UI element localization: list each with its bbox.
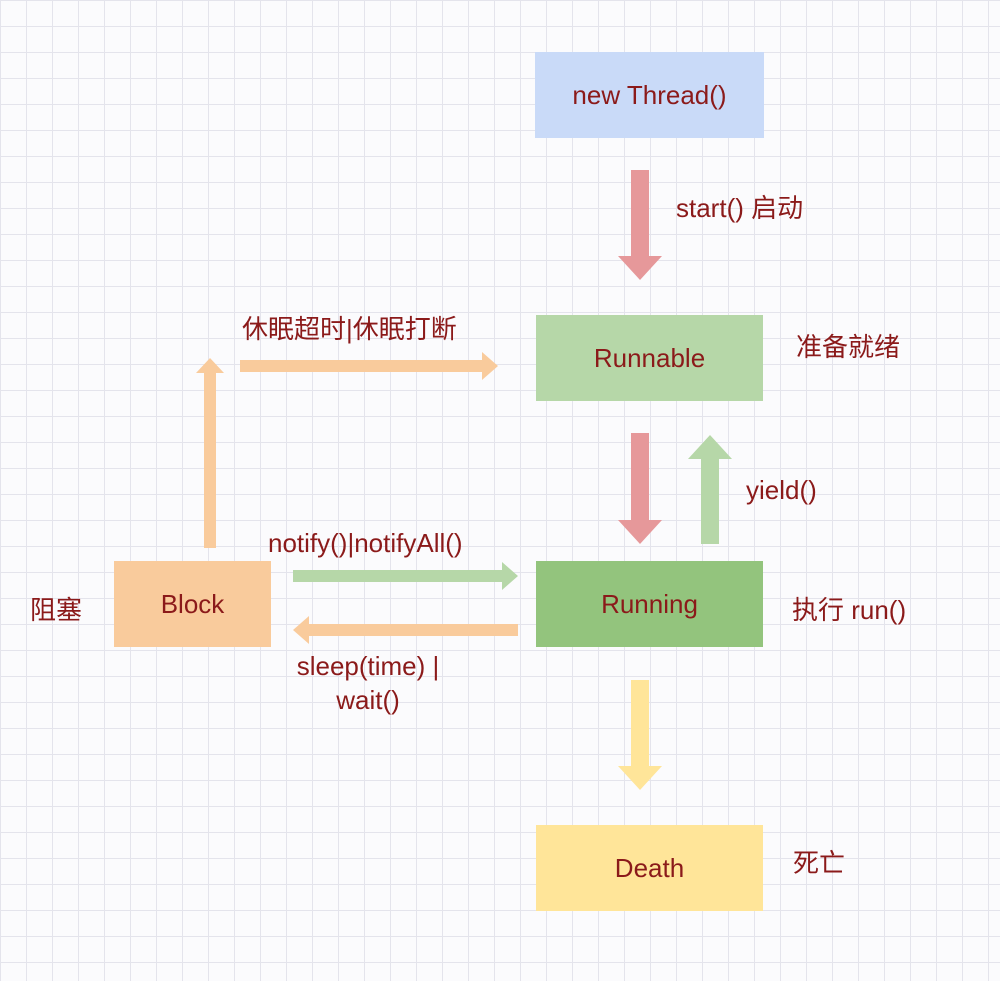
block-label: Block [160, 588, 225, 619]
new-thread-node: new Thread() [535, 52, 764, 138]
death-label: Death [614, 852, 685, 883]
yield-arrow [688, 435, 732, 544]
running-description: 执行 run() [792, 595, 907, 625]
block-description: 阻塞 [30, 595, 83, 625]
sleep-arrow [293, 616, 518, 644]
running-label: Running [601, 588, 698, 619]
runnable-label: Runnable [593, 342, 706, 373]
runnable-description: 准备就绪 [796, 332, 901, 362]
wake-arrow [240, 352, 498, 380]
sleep-transition-label: sleep(time) | wait() [270, 650, 466, 718]
wake-transition-label: 休眠超时|休眠打断 [242, 314, 457, 344]
new-thread-label: new Thread() [572, 79, 727, 110]
block-node: Block [114, 561, 271, 647]
yield-transition-label: yield() [746, 475, 817, 505]
runnable-to-running-arrow [618, 433, 662, 544]
start-transition-label: start() 启动 [676, 193, 804, 223]
runnable-node: Runnable [536, 315, 763, 401]
death-node: Death [536, 825, 763, 911]
running-to-death-arrow [618, 680, 662, 790]
notify-transition-label: notify()|notifyAll() [268, 528, 463, 558]
sleep-transition-line2: wait() [336, 684, 400, 715]
sleep-transition-line1: sleep(time) | [296, 651, 440, 681]
running-node: Running [536, 561, 763, 647]
block-up-arrow [196, 358, 224, 548]
death-description: 死亡 [793, 848, 846, 878]
notify-arrow [293, 562, 518, 590]
start-arrow [618, 170, 662, 280]
